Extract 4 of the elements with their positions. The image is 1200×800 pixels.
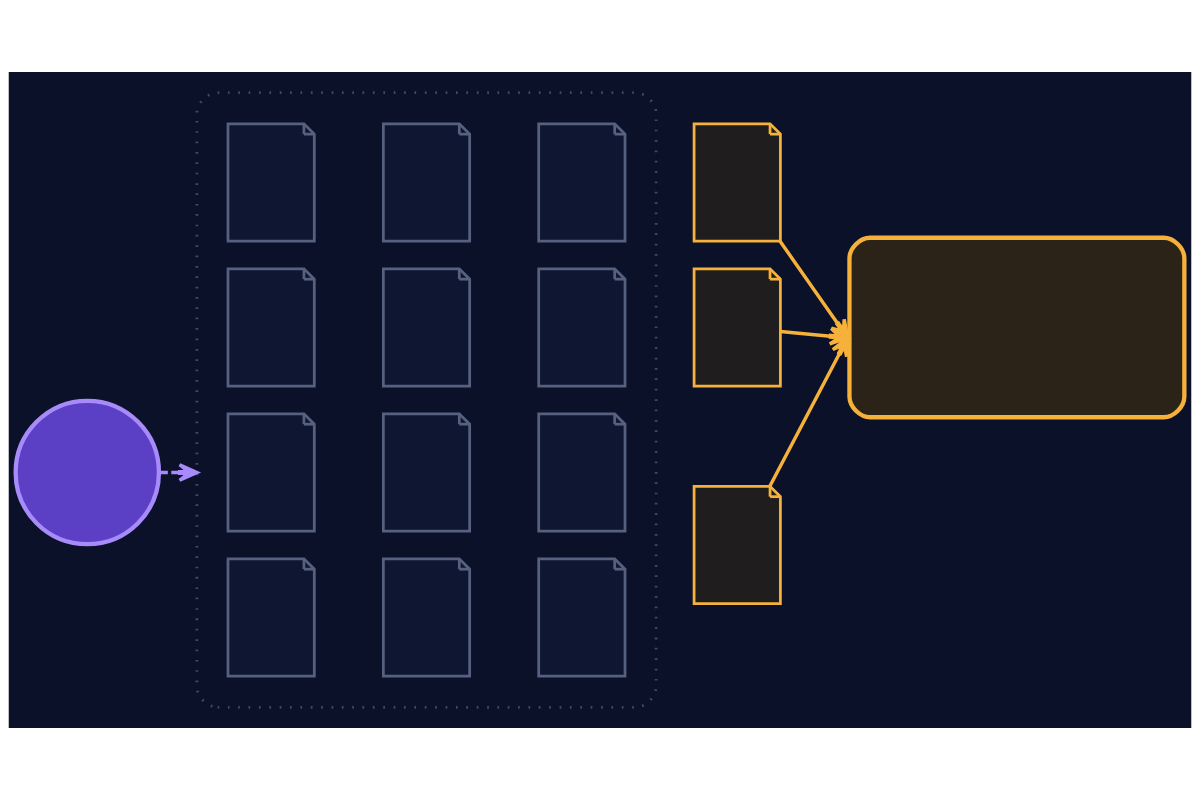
node-circle <box>13 398 162 547</box>
arrow <box>159 463 199 482</box>
node-bubble <box>847 235 1187 420</box>
cluster <box>195 91 658 709</box>
